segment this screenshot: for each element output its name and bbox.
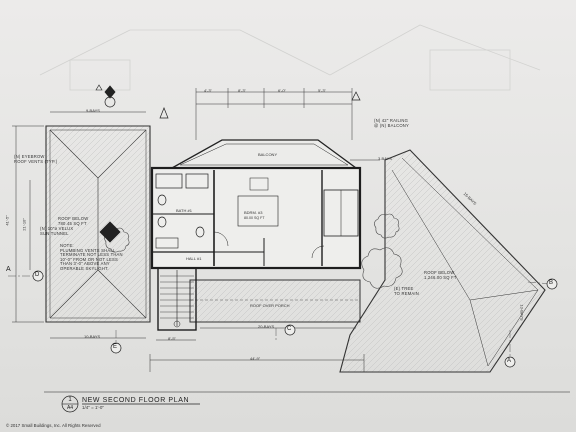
dim-top-1: 4'-3" — [204, 88, 212, 93]
roof-below-left-note: ROOF BELOW 780.45 SQ FT — [58, 216, 89, 226]
grid-bubbles — [32, 270, 558, 368]
dim-vert-bays: 13-BAYS — [519, 304, 525, 321]
plumbing-note: NOTE: PLUMBING VENTS SHALL TERMINATE NOT… — [60, 243, 123, 271]
title-sheet-ref: A4 — [66, 405, 74, 411]
grid-label-a-left: A — [6, 266, 11, 273]
dim-top-4: 5'-3" — [318, 88, 326, 93]
bath-label: BATH #1 — [176, 208, 192, 213]
grid-label-c-bottom: C — [287, 326, 292, 332]
dim-top-2: 8'-3" — [238, 88, 246, 93]
dim-left-bays: 9-BAYS — [86, 108, 100, 113]
porch-roof-label: ROOF OVER PORCH — [250, 303, 290, 308]
ghost-elevation — [39, 24, 541, 91]
grid-label-b-right: B — [549, 280, 554, 286]
bedroom-label: BDRM. #3 — [244, 210, 263, 215]
dim-bottom-bays: 20-BAYS — [258, 324, 275, 329]
plan-scale: 1/4" = 1'-0" — [82, 405, 104, 410]
balcony-label: BALCONY — [258, 152, 278, 157]
dim-right-bays: 3-BAYS — [378, 156, 392, 161]
dim-top-3: 6'-0" — [278, 88, 286, 93]
railing-note: (N) 42" RAILING @ (N) BALCONY — [374, 118, 410, 128]
porch-roof — [189, 279, 361, 323]
right-roof — [339, 149, 546, 373]
bedroom-area: 80.00 SQ FT — [244, 216, 265, 220]
title-number: 1 — [68, 397, 72, 403]
dim-left-bays-bottom: 10-BAYS — [84, 334, 101, 339]
stairwell — [157, 267, 197, 331]
dim-left-depth: 41'-5" — [4, 215, 10, 226]
dimension-lines — [12, 88, 380, 372]
tree-note: (E) TREE TO REMAIN — [394, 286, 419, 296]
plan-title: NEW SECOND FLOOR PLAN — [82, 397, 190, 404]
sun-tunnel-note: (N) 10"ø VELUX SUN TUNNEL — [40, 226, 74, 236]
dim-stair-width: 8'-5" — [168, 336, 176, 341]
eyebrow-vent-note: (N) EYEBROW ROOF VENTS (TYP.) — [14, 154, 58, 164]
title-block — [44, 391, 570, 413]
dim-sub-depth: 21'-10" — [21, 218, 27, 231]
building-walls — [150, 166, 362, 270]
roof-below-right-note: ROOF BELOW 1,246.00 SQ FT — [424, 270, 457, 280]
grid-label-a-right: A — [507, 358, 512, 364]
grid-label-e-bottom: E — [113, 344, 118, 350]
hall-label: HALL #1 — [186, 256, 202, 261]
dim-width-total: 44'-9" — [250, 356, 261, 361]
left-roof — [45, 125, 151, 323]
copyright-notice: © 2017 Small Buildings, Inc. All Rights … — [6, 423, 101, 428]
section-markers — [95, 84, 361, 243]
grid-label-d-left: D — [35, 272, 40, 278]
